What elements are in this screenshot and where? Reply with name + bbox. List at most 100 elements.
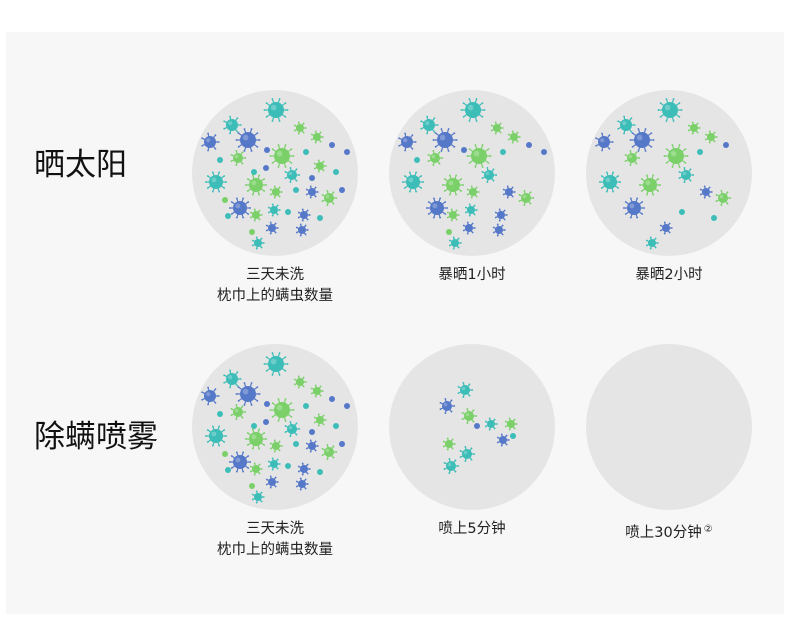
dust-mite-icon — [201, 132, 220, 152]
dust-mite-icon — [401, 171, 425, 193]
dust-mite-icon — [204, 425, 228, 447]
dust-mite-icon — [267, 203, 281, 217]
dust-mite-icon — [466, 144, 492, 168]
dust-mite-icon — [723, 142, 729, 148]
caption-text: 喷上30分钟 — [625, 525, 702, 541]
dust-mite-icon — [461, 147, 467, 153]
dust-mite-icon — [313, 413, 327, 427]
dust-mite-icon — [284, 167, 301, 183]
dust-mite-icon — [269, 439, 283, 453]
dust-mite-icon — [687, 121, 701, 135]
dust-mite-icon — [251, 423, 257, 429]
mite-cluster — [201, 352, 350, 504]
dust-mite-icon — [711, 215, 717, 221]
dust-mite-icon — [420, 115, 439, 135]
dust-mite-icon — [526, 142, 532, 148]
dust-mite-icon — [264, 147, 270, 153]
dust-mite-icon — [264, 401, 270, 407]
dust-mite-icon — [344, 403, 350, 409]
dust-mite-icon — [201, 386, 220, 406]
dust-mite-icon — [500, 149, 506, 155]
dust-mite-icon — [329, 142, 335, 148]
dust-mite-icon — [678, 167, 695, 183]
dust-mite-icon — [494, 208, 508, 222]
dust-mite-icon — [305, 439, 319, 453]
infographic-panel: 晒太阳 除螨喷雾 三天未洗 枕巾上的螨虫数量 暴晒1小时 暴晒2小时 三天未洗 … — [6, 32, 784, 614]
dust-mite-icon — [504, 417, 518, 431]
dust-mite-icon — [284, 421, 301, 437]
dust-mite-icon — [339, 441, 345, 447]
dust-mite-icon — [329, 396, 335, 402]
mite-cluster — [586, 344, 752, 510]
dust-mite-icon — [492, 223, 506, 237]
dust-mite-icon — [427, 150, 444, 166]
dust-mite-icon — [333, 423, 339, 429]
dust-mite-icon — [223, 115, 242, 135]
mite-cluster — [439, 382, 518, 474]
mite-cluster — [398, 98, 547, 250]
mite-cluster — [201, 98, 350, 250]
dust-mite-icon — [249, 462, 263, 476]
dust-mite-icon — [317, 215, 323, 221]
dust-mite-icon — [466, 185, 480, 199]
dust-mite-icon — [295, 477, 309, 491]
dust-mite-icon — [657, 98, 683, 122]
dust-mite-icon — [204, 171, 228, 193]
dust-mite-icon — [624, 150, 641, 166]
dust-mite-icon — [459, 446, 476, 462]
dust-mite-icon — [460, 98, 486, 122]
dust-mite-icon — [293, 441, 299, 447]
dust-mite-icon — [244, 174, 268, 196]
dust-mite-icon — [317, 469, 323, 475]
dust-mite-icon — [622, 197, 646, 219]
dust-mite-icon — [321, 444, 338, 460]
dust-mite-icon — [339, 187, 345, 193]
caption-sun-2h: 暴晒2小时 — [569, 265, 769, 286]
dust-mite-icon — [502, 185, 516, 199]
dust-mite-icon — [303, 403, 309, 409]
dust-mite-icon — [269, 185, 283, 199]
dust-mite-icon — [217, 411, 223, 417]
dust-mite-icon — [225, 467, 231, 473]
dust-mite-icon — [321, 190, 338, 206]
mite-circle-sun-1h — [389, 90, 555, 256]
caption-line: 枕巾上的螨虫数量 — [217, 542, 333, 558]
dust-mite-icon — [474, 423, 480, 429]
dust-mite-icon — [228, 197, 252, 219]
caption-line: 喷上5分钟 — [438, 521, 506, 537]
dust-mite-icon — [228, 451, 252, 473]
dust-mite-icon — [293, 375, 307, 389]
footnote-marker: ② — [703, 524, 713, 535]
dust-mite-icon — [441, 174, 465, 196]
dust-mite-icon — [293, 121, 307, 135]
dust-mite-icon — [310, 384, 324, 398]
dust-mite-icon — [541, 149, 547, 155]
dust-mite-icon — [244, 428, 268, 450]
dust-mite-icon — [507, 130, 521, 144]
caption-line: 暴晒2小时 — [635, 267, 703, 283]
mite-cluster — [595, 98, 732, 250]
dust-mite-icon — [645, 236, 659, 250]
dust-mite-icon — [704, 130, 718, 144]
caption-line: 三天未洗 — [246, 267, 304, 283]
dust-mite-icon — [442, 437, 456, 451]
dust-mite-icon — [230, 404, 247, 420]
dust-mite-icon — [446, 229, 452, 235]
dust-mite-icon — [267, 457, 281, 471]
dust-mite-icon — [295, 223, 309, 237]
dust-mite-icon — [263, 98, 289, 122]
dust-mite-icon — [425, 197, 449, 219]
dust-mite-icon — [446, 208, 460, 222]
caption-line: 暴晒1小时 — [438, 267, 506, 283]
dust-mite-icon — [518, 190, 535, 206]
row-label-sun: 晒太阳 — [34, 147, 127, 183]
dust-mite-icon — [457, 382, 474, 398]
dust-mite-icon — [249, 483, 255, 489]
caption-line: 三天未洗 — [246, 521, 304, 537]
dust-mite-icon — [263, 165, 269, 171]
dust-mite-icon — [461, 408, 478, 424]
dust-mite-icon — [309, 175, 315, 181]
dust-mite-icon — [222, 451, 228, 457]
dust-mite-icon — [617, 115, 636, 135]
dust-mite-icon — [510, 433, 516, 439]
